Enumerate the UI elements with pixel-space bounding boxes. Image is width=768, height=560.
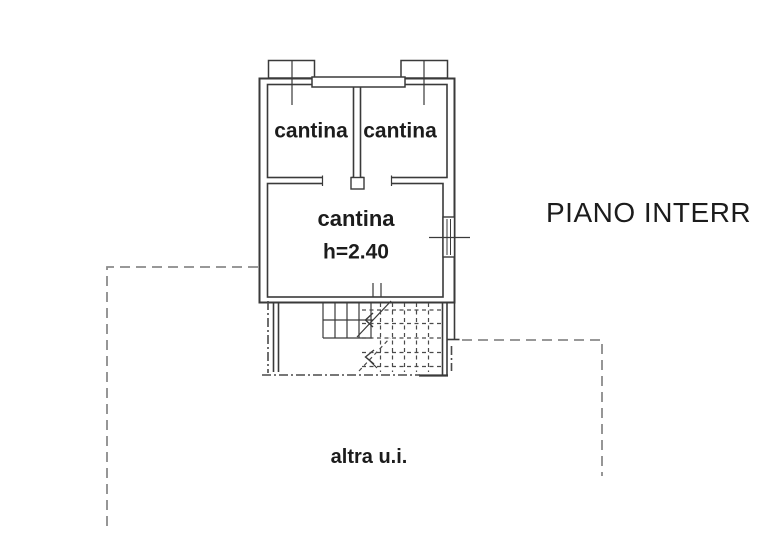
stair-arrow-upper [364,312,374,328]
staircase-dashed-flight [358,303,441,372]
room-top-left-walls [266,83,355,179]
building-outer-wall [258,77,456,304]
section-cut-lines [262,301,453,376]
boundary-other-unit-left [106,266,258,531]
staircase-solid [322,283,392,369]
lintel-center [311,76,406,88]
boundary-other-unit-right [462,339,603,476]
room-label-cantina-main: cantina [317,206,395,231]
stair-arrow-tail [366,357,378,369]
stair-break-line [356,300,392,338]
room-label-cantina-top-left: cantina [274,119,348,143]
building-walls [258,59,470,377]
floor-title: PIANO INTERR [546,197,752,228]
other-unit-label: altra u.i. [330,446,408,468]
door-opening-right [363,175,392,186]
room-height-note: h=2.40 [323,240,389,264]
room-label-cantina-top-right: cantina [363,119,437,143]
wall-pier-center [350,176,365,190]
door-opening-left [322,175,352,186]
stair-dashed-break-line [358,337,391,372]
